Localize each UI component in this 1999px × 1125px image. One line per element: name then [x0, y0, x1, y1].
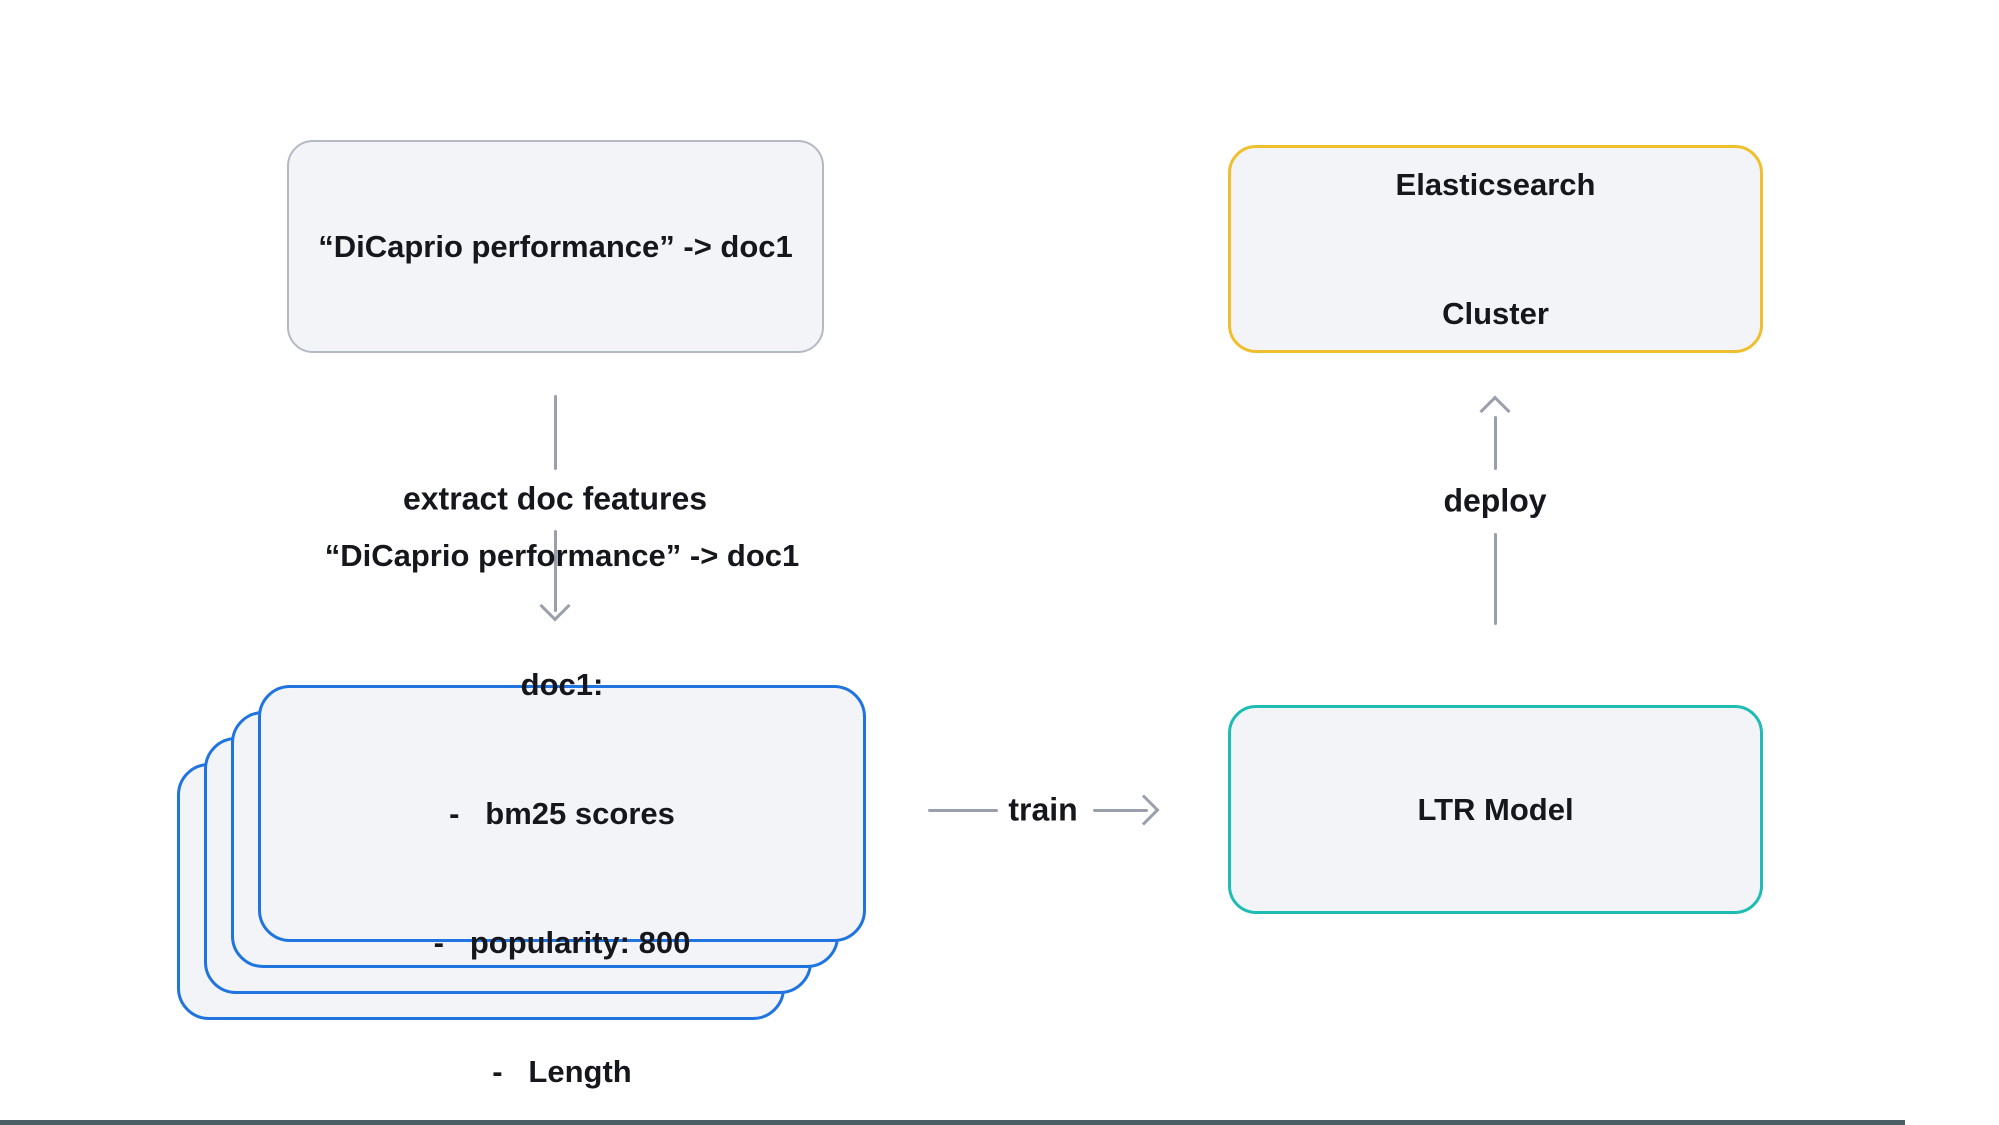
elasticsearch-label-line-2: Cluster [1442, 296, 1549, 331]
doc-features-card: “DiCaprio performance” -> doc1 doc1: - b… [258, 538, 866, 1089]
ltr-model-box: LTR Model [1228, 705, 1763, 914]
extract-arrow-label: extract doc features [402, 480, 708, 517]
deploy-arrow-line-bottom [1494, 533, 1497, 625]
elasticsearch-label-line-1: Elasticsearch [1395, 167, 1596, 202]
deploy-arrow-line-top [1494, 416, 1497, 470]
extract-arrow-line-bottom [554, 530, 557, 612]
arrow-right-icon [1128, 794, 1160, 826]
train-arrow-line-right [1093, 809, 1148, 812]
doc-features-line: “DiCaprio performance” -> doc1 [324, 538, 800, 573]
doc-features-line: - popularity: 800 [433, 925, 691, 960]
doc-features-line: doc1: [520, 667, 604, 702]
train-arrow-label: train [1008, 791, 1078, 828]
deploy-arrow-label: deploy [1443, 482, 1547, 519]
doc-features-text: “DiCaprio performance” -> doc1 doc1: - b… [325, 448, 800, 1125]
extract-arrow-line-top [554, 395, 557, 470]
train-arrow-line-left [928, 809, 998, 812]
query-doc-label: “DiCaprio performance” -> doc1 [318, 229, 793, 264]
elasticsearch-cluster-box: Elasticsearch Cluster [1228, 145, 1763, 353]
ltr-model-label: LTR Model [1417, 792, 1574, 827]
doc-features-line: - Length [492, 1054, 632, 1089]
doc-features-line: - bm25 scores [449, 796, 675, 831]
query-doc-box: “DiCaprio performance” -> doc1 [287, 140, 824, 353]
footer-bar [0, 1120, 1905, 1125]
elasticsearch-cluster-label: Elasticsearch Cluster [1396, 77, 1596, 421]
